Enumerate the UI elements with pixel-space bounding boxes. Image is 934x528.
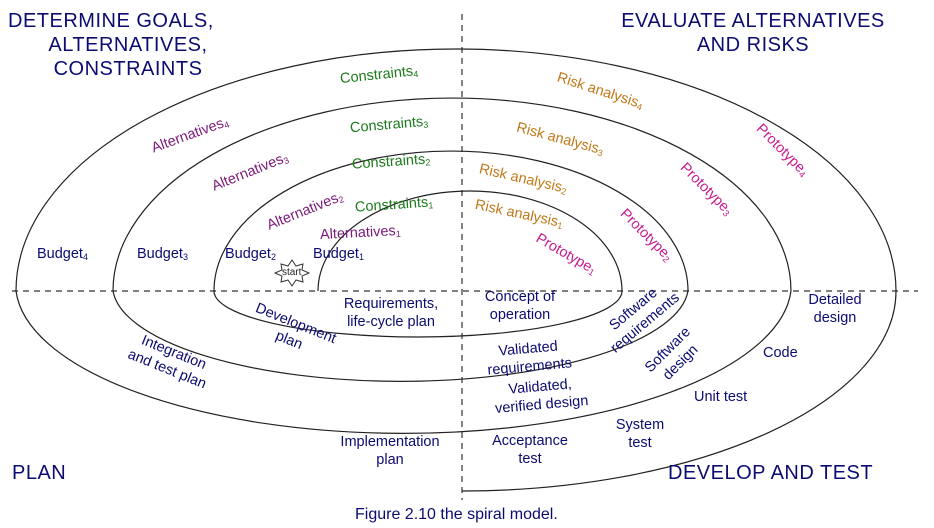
label-subscript: 4: [412, 68, 419, 80]
label-text: Budget: [225, 246, 271, 262]
label-text: Budget: [137, 246, 183, 262]
label-subscript: 1: [395, 228, 402, 240]
spiral-loop-3-bottom: [15, 290, 792, 434]
figure-caption: Figure 2.10 the spiral model.: [355, 506, 558, 523]
quadrant-title-line: EVALUATE ALTERNATIVES: [621, 10, 885, 32]
label-line: test: [518, 450, 542, 467]
budget-1-label: Budget1: [313, 246, 364, 263]
unit-test-label: Unit test: [694, 389, 748, 405]
quadrant-title-line: ALTERNATIVES,: [48, 34, 208, 56]
concept-of-operation-label: Concept of operation: [470, 289, 570, 324]
label-line: operation: [489, 306, 551, 323]
label-subscript: 4: [82, 252, 88, 262]
quadrant-title-evaluate-alternatives: EVALUATE ALTERNATIVES AND RISKS: [583, 10, 923, 56]
spiral-loop-2-bottom: [112, 290, 689, 382]
requirements-plan-label: Requirements, life-cycle plan: [326, 296, 456, 331]
quadrant-title-alternatives: ALTERNATIVES, CONSTRAINTS: [8, 34, 248, 80]
quadrant-title-line: DETERMINE GOALS,: [8, 10, 214, 32]
label-line: life-cycle plan: [347, 313, 435, 330]
label-line: Detailed: [808, 292, 862, 308]
label-line: System: [615, 417, 665, 433]
spiral-loop-1-bottom: [213, 290, 623, 338]
label-subscript: 2: [270, 252, 276, 262]
start-label: start: [282, 267, 302, 278]
label-subscript: 1: [428, 200, 434, 211]
label-text: Budget: [37, 246, 83, 262]
label-line: Requirements,: [343, 296, 439, 312]
label-line: test: [628, 434, 652, 451]
label-line: Implementation: [340, 434, 440, 450]
label-subscript: 3: [182, 252, 188, 262]
detailed-design-label: Detailed design: [790, 292, 880, 327]
quadrant-title-line: AND RISKS: [696, 34, 810, 56]
label-line: Acceptance: [492, 433, 568, 449]
spiral-loop-2-top: [213, 150, 689, 292]
quadrant-title-develop-and-test: DEVELOP AND TEST: [668, 462, 874, 484]
label-subscript: 1: [358, 252, 364, 262]
quadrant-title-plan: PLAN: [12, 462, 67, 484]
budget-2-label: Budget2: [225, 246, 276, 263]
spiral-loop-1-top: [317, 190, 623, 292]
budget-4-label: Budget4: [37, 246, 88, 263]
label-text: Budget: [313, 246, 359, 262]
spiral-loop-4-top: [15, 48, 897, 292]
spiral-loop-4-bottom: [461, 290, 897, 492]
system-test-label: System test: [604, 417, 676, 452]
label-subscript: 2: [425, 157, 431, 168]
spiral-loop-3-top: [112, 97, 792, 292]
quadrant-title-line: CONSTRAINTS: [53, 58, 203, 80]
label-text: Alternatives: [319, 223, 397, 244]
acceptance-test-label: Acceptance test: [480, 433, 580, 468]
label-subscript: 3: [422, 119, 429, 130]
code-label: Code: [763, 345, 798, 361]
start-star-icon: [273, 259, 311, 287]
label-line: plan: [376, 451, 404, 468]
budget-3-label: Budget3: [137, 246, 188, 263]
implementation-plan-label: Implementation plan: [320, 434, 460, 469]
label-line: design: [813, 309, 857, 326]
label-line: Concept of: [484, 289, 556, 305]
quadrant-title-determine-goals: DETERMINE GOALS,: [8, 10, 214, 32]
